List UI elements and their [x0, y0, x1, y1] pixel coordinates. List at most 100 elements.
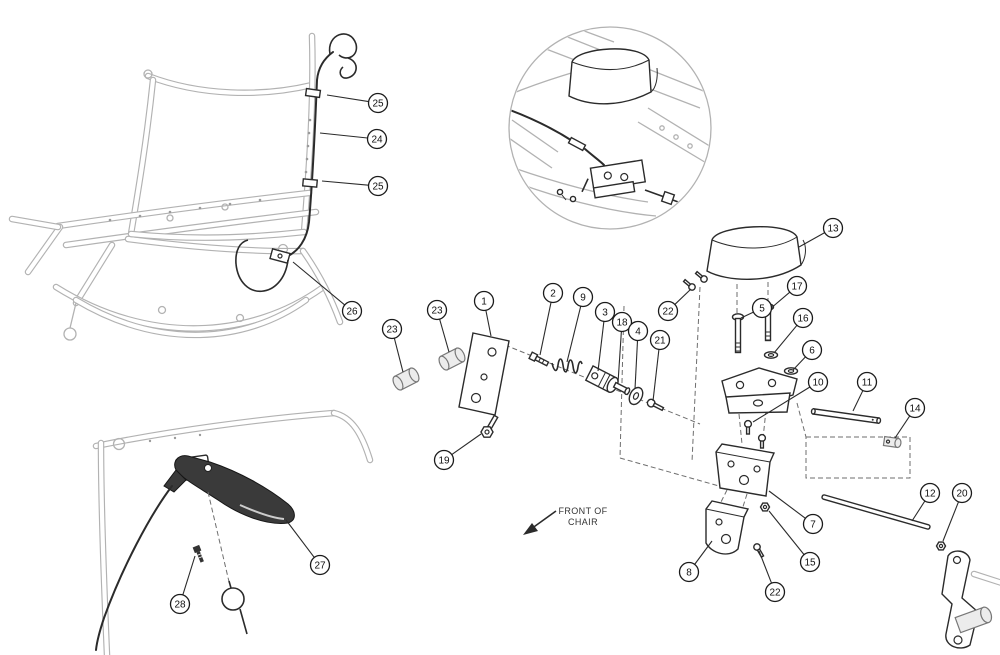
svg-text:28: 28: [174, 600, 186, 611]
detail-circle-view: [508, 26, 712, 230]
svg-text:5: 5: [759, 304, 765, 315]
nut-15: [759, 502, 771, 512]
rod-12: [821, 494, 931, 530]
svg-text:23: 23: [431, 306, 443, 317]
callout-6: 6: [792, 339, 823, 371]
callout-2: 2: [539, 282, 564, 356]
callout-28: 28: [169, 555, 196, 615]
detail-cover: [568, 48, 658, 105]
callout-23: 23: [381, 318, 404, 373]
axle-rod-11: [810, 408, 882, 424]
svg-text:4: 4: [635, 327, 641, 338]
front-of-chair-label: FRONT OF CHAIR: [558, 506, 608, 527]
callout-20: 20: [942, 482, 973, 542]
svg-text:18: 18: [616, 318, 628, 329]
svg-text:22: 22: [662, 307, 674, 318]
callout-13: 13: [798, 217, 844, 248]
washer-16: [763, 351, 779, 359]
svg-text:25: 25: [372, 99, 384, 110]
bracket-7: [715, 443, 776, 497]
callout-18: 18: [611, 311, 633, 384]
svg-text:2: 2: [550, 289, 556, 300]
hex-bolt-19: [480, 414, 499, 438]
end-cap-14: [882, 435, 902, 449]
clamp-bolt-10a: [743, 419, 753, 435]
pin-18: [612, 381, 631, 396]
svg-text:15: 15: [804, 558, 816, 569]
front-of-chair-arrow: [523, 510, 557, 535]
callout-3: 3: [594, 301, 616, 372]
set-screw-2: [528, 351, 550, 367]
callout-16: 16: [773, 307, 814, 354]
callout-24: 24: [319, 128, 388, 150]
cable-barrel: [567, 136, 587, 152]
callout-8: 8: [678, 540, 713, 583]
svg-text:1: 1: [481, 297, 487, 308]
callout-14: 14: [894, 397, 926, 439]
callout-15: 15: [768, 510, 821, 573]
callout-4: 4: [627, 320, 649, 390]
callout-26: 26: [292, 261, 363, 322]
screw-21: [646, 398, 665, 412]
detail-lock-mechanism: [581, 159, 647, 199]
clamp-bolt-10b: [757, 433, 767, 449]
axle-clamp: [721, 367, 798, 414]
svg-text:17: 17: [791, 282, 803, 293]
nut-20: [935, 541, 947, 551]
cover-screw-22b: [694, 270, 708, 283]
disc-4: [628, 386, 644, 406]
callout-25: 25: [326, 92, 389, 114]
lever-linkage: [941, 550, 1000, 649]
brake-cable-run: [235, 33, 358, 293]
cable-clamp-upper: [304, 87, 322, 99]
spacer-23b: [392, 367, 420, 391]
callout-11: 11: [852, 371, 878, 412]
callout-5: 5: [740, 297, 773, 319]
svg-text:11: 11: [862, 378, 873, 389]
pull-ring: [221, 587, 245, 611]
callout-27: 27: [285, 519, 331, 576]
lever-screw: [192, 544, 204, 563]
wheelchair-frame-rear-view: [8, 32, 358, 341]
hand-brake-lever: [163, 455, 295, 524]
cable-anchor: [269, 247, 291, 265]
svg-text:27: 27: [314, 561, 326, 572]
cover-13: [706, 226, 806, 280]
callout-layer: 25 24 25 26 13 22 17 166 5 2 9 3 18 4 21 1 23 23 19 10 11 14 7…: [169, 92, 973, 615]
callout-19: 19: [433, 433, 482, 471]
svg-text:22: 22: [769, 588, 781, 599]
svg-text:19: 19: [438, 456, 450, 467]
cover-screw-22a: [682, 278, 696, 291]
svg-text:23: 23: [386, 325, 398, 336]
svg-text:21: 21: [654, 336, 666, 347]
svg-text:26: 26: [346, 307, 358, 318]
callout-10: 10: [752, 371, 829, 423]
barrel-3: [584, 365, 619, 394]
mounting-plate: [458, 332, 510, 416]
callout-25: 25: [321, 175, 389, 197]
callout-21: 21: [649, 329, 671, 402]
svg-text:7: 7: [810, 520, 816, 531]
callout-22: 22: [758, 550, 786, 603]
callout-12: 12: [911, 482, 941, 522]
svg-text:3: 3: [602, 308, 608, 319]
svg-text:8: 8: [686, 568, 692, 579]
svg-text:24: 24: [371, 135, 383, 146]
washer-6: [783, 367, 799, 375]
svg-text:13: 13: [827, 224, 839, 235]
callout-17: 17: [769, 275, 808, 310]
bolt-5: [731, 313, 745, 354]
callout-23: 23: [426, 299, 450, 353]
svg-text:20: 20: [956, 489, 968, 500]
svg-text:9: 9: [580, 293, 586, 304]
arm-screw-22: [753, 543, 765, 559]
callout-9: 9: [566, 286, 594, 363]
svg-text:12: 12: [924, 489, 936, 500]
callout-22: 22: [657, 288, 692, 322]
svg-text:6: 6: [809, 346, 815, 357]
exploded-assembly: [392, 226, 1000, 649]
svg-text:10: 10: [812, 378, 824, 389]
cable-clamp-lower: [301, 178, 319, 188]
spacer-23a: [438, 347, 466, 371]
